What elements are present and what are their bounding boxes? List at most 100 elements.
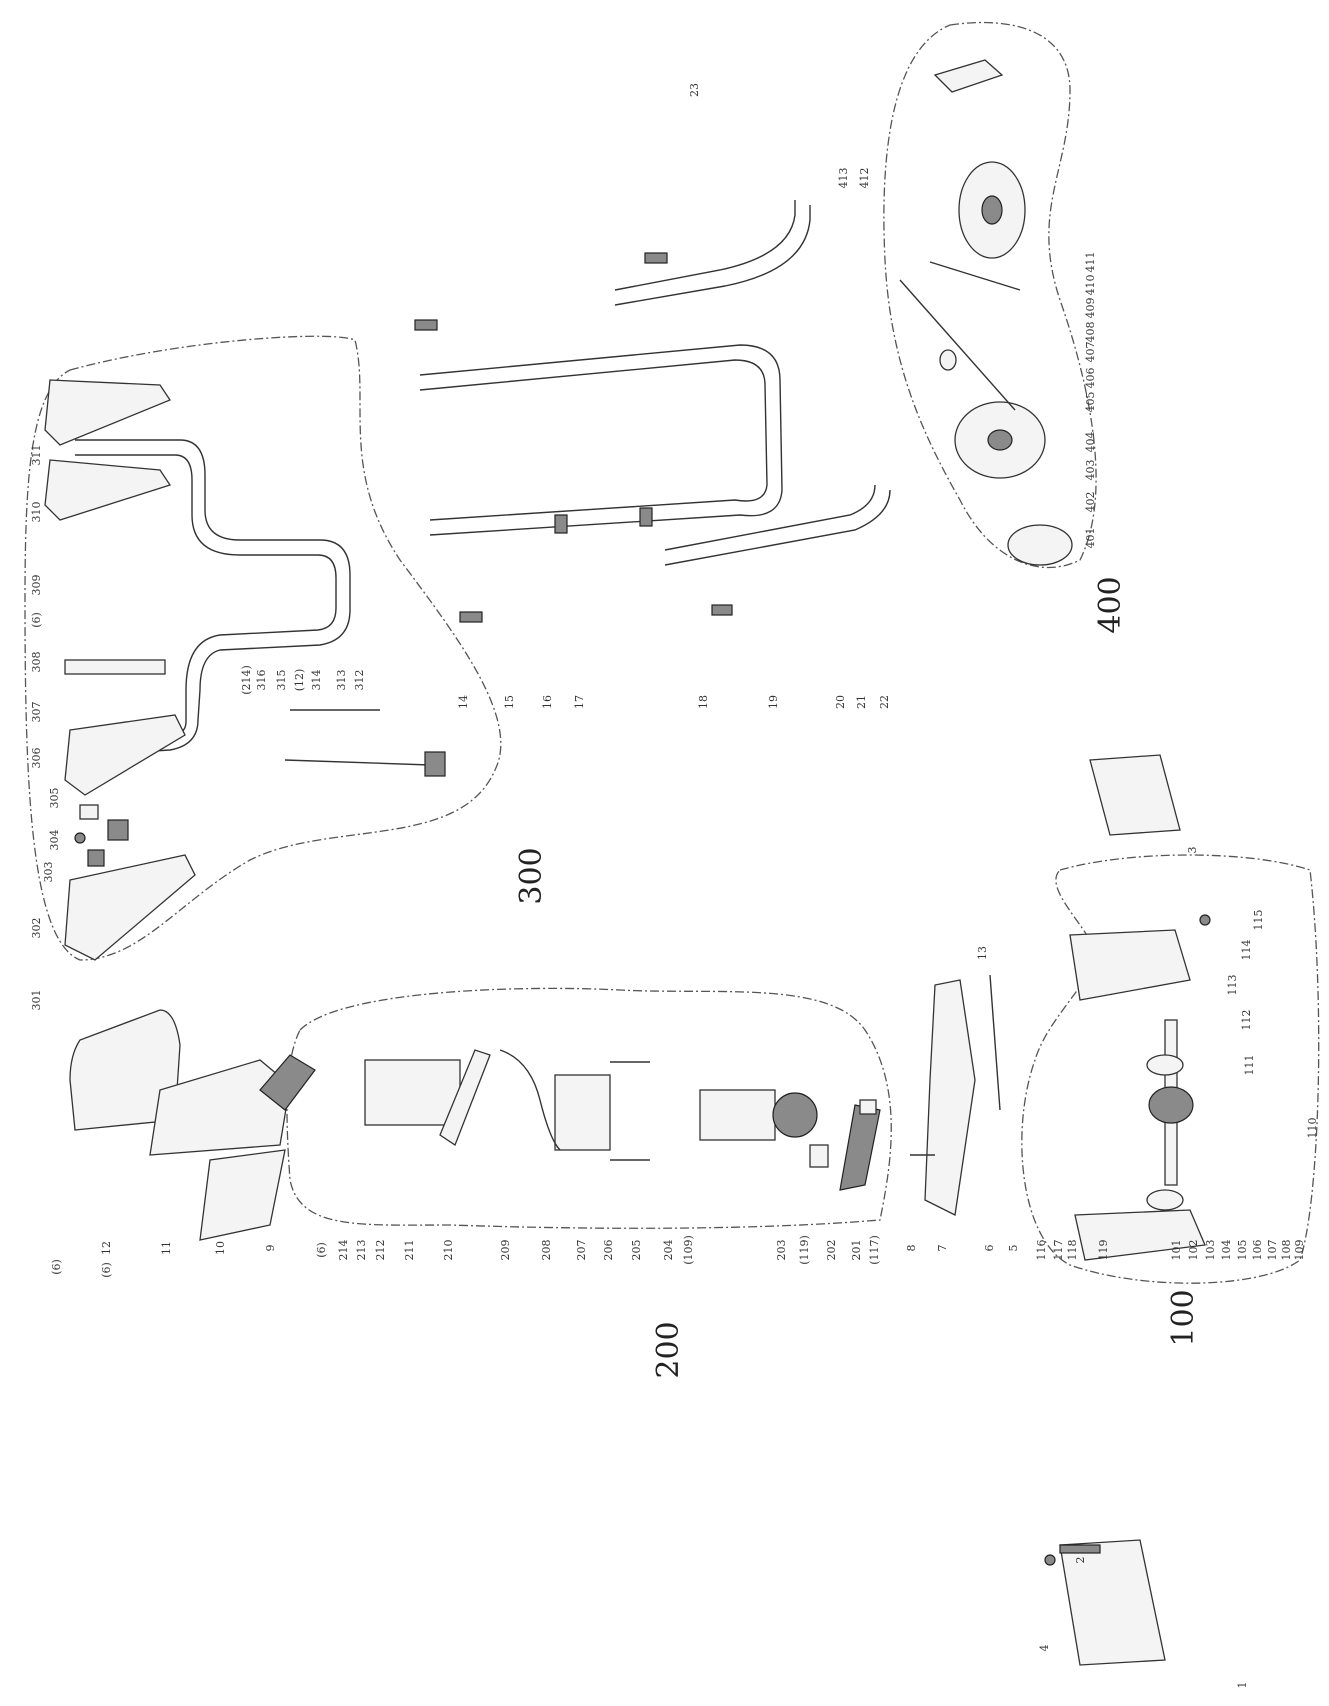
part-label: 313 — [335, 670, 348, 691]
handle-middle-frame-b — [419, 359, 768, 521]
part-label: 9 — [264, 1245, 277, 1252]
part-label: 207 — [575, 1240, 588, 1261]
gear-108 — [1148, 1086, 1194, 1124]
part-label: 315 — [275, 670, 288, 691]
gearbox-housing-112 — [1069, 929, 1191, 1001]
part-label: (109) — [682, 1235, 695, 1265]
wheel-rim-top — [933, 59, 1004, 93]
part-label: 305 — [48, 788, 61, 809]
wire-209 — [499, 1049, 561, 1151]
group-label-100: 100 — [1166, 1289, 1201, 1346]
rod-13 — [989, 974, 1001, 1111]
housing-201 — [839, 1104, 881, 1191]
knob-14 — [459, 611, 483, 623]
part-label: (6) — [30, 612, 43, 628]
upper-loop-handle-b — [75, 454, 337, 741]
part-label: (6) — [315, 1242, 328, 1258]
group-label-400: 400 — [1093, 576, 1128, 633]
part-label: 118 — [1066, 1240, 1079, 1261]
part-label: 314 — [310, 670, 323, 691]
part-label: 208 — [540, 1240, 553, 1261]
part-label: (6) — [50, 1259, 63, 1275]
cover-308 — [64, 659, 166, 675]
part-label: 15 — [503, 695, 516, 709]
part-label: 117 — [1052, 1240, 1065, 1261]
part-label: 407 — [1084, 342, 1097, 363]
part-label: 3 — [1186, 847, 1199, 854]
part-label: 304 — [48, 830, 61, 851]
part-label: 12 — [100, 1241, 113, 1255]
part-label: 18 — [697, 695, 710, 709]
part-label: 4 — [1038, 1645, 1051, 1652]
part-label: 21 — [855, 695, 868, 709]
part-label: 110 — [1306, 1118, 1319, 1139]
part-label: 5 — [1007, 1245, 1020, 1252]
group-label-300: 300 — [514, 847, 549, 904]
bolt-115 — [1199, 914, 1211, 926]
cover-11 — [69, 1009, 181, 1131]
part-label: 413 — [837, 168, 850, 189]
part-label: (214) — [240, 665, 253, 695]
switch-303 — [87, 849, 105, 867]
cable-314 — [284, 759, 431, 766]
part-label: 113 — [1226, 975, 1239, 996]
part-label: 106 — [1251, 1240, 1264, 1261]
part-label: 11 — [160, 1241, 173, 1255]
part-label: 310 — [30, 502, 43, 523]
part-label: 316 — [255, 670, 268, 691]
part-label: 109 — [1293, 1240, 1306, 1261]
part-label: 303 — [42, 862, 55, 883]
handle-bars — [414, 200, 891, 623]
bolt-2 — [1059, 1544, 1101, 1554]
part-label: 19 — [767, 695, 780, 709]
part-label: 10 — [214, 1241, 227, 1255]
knob-upper — [414, 319, 438, 331]
group-label-200: 200 — [651, 1321, 686, 1378]
housing-310 — [44, 459, 172, 521]
bearing-103 — [1146, 1189, 1184, 1211]
bearing-111 — [1146, 1054, 1184, 1076]
part-label: 309 — [30, 575, 43, 596]
handle-upper-pipe — [614, 200, 796, 291]
handle-lower-pipe-b — [664, 489, 891, 566]
part-label: 306 — [30, 748, 43, 769]
bearing-202 — [809, 1144, 829, 1168]
stator-207 — [554, 1074, 611, 1151]
motor-housing-covers — [69, 1009, 316, 1241]
bearing-117 — [859, 1099, 877, 1115]
tiller-blades — [1044, 754, 1181, 1666]
part-label: 204 — [662, 1240, 675, 1261]
part-label: 311 — [30, 445, 43, 466]
group-boundary-300 — [24, 335, 502, 961]
part-label: 114 — [1240, 940, 1253, 961]
vent-9 — [259, 1054, 316, 1111]
part-label: 102 — [1187, 1240, 1200, 1261]
part-label: 312 — [353, 670, 366, 691]
switch-305 — [79, 804, 99, 820]
part-label: 213 — [355, 1240, 368, 1261]
knob-23 — [644, 252, 668, 264]
motor-assembly — [364, 1049, 881, 1191]
switch-handle-assembly — [44, 379, 446, 961]
part-label: 107 — [1266, 1240, 1279, 1261]
part-label: 23 — [688, 83, 701, 97]
motor-brush-block — [364, 1059, 461, 1126]
part-label: 210 — [442, 1240, 455, 1261]
housing-301 — [64, 854, 196, 961]
gearbox-assembly — [1069, 914, 1211, 1261]
part-label: 203 — [775, 1240, 788, 1261]
part-label: 119 — [1097, 1240, 1110, 1261]
part-label: 108 — [1280, 1240, 1293, 1261]
handle-lower-pipe — [664, 484, 876, 551]
housing-306 — [64, 714, 186, 796]
group-boundary-400 — [883, 21, 1097, 569]
wheel-lower-hub — [987, 429, 1013, 451]
axle-washer — [939, 349, 957, 371]
part-label: 20 — [834, 695, 847, 709]
part-label: (6) — [100, 1262, 113, 1278]
part-label: 301 — [30, 990, 43, 1011]
part-label: 7 — [936, 1245, 949, 1252]
switch-316 — [107, 819, 129, 841]
part-label: 409 — [1084, 298, 1097, 319]
